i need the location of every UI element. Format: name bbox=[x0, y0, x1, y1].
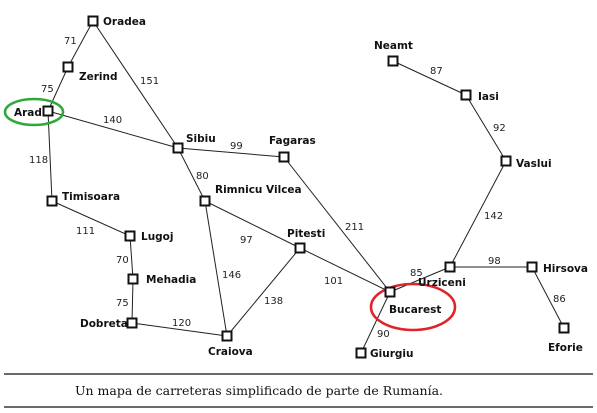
goal-highlight-circle bbox=[369, 282, 457, 332]
road-oradea-sibiu bbox=[92, 20, 179, 149]
map-caption: Un mapa de carreteras simplificado de pa… bbox=[75, 383, 443, 398]
road-mehadia-dobreta bbox=[131, 278, 134, 324]
road-sibiu-rimnicu bbox=[177, 147, 206, 202]
city-label-zerind: Zerind bbox=[79, 71, 118, 83]
node-vaslui bbox=[500, 155, 512, 167]
distance-iasi-neamt: 87 bbox=[430, 66, 443, 77]
distance-rimnicu-pitesti: 97 bbox=[240, 235, 253, 246]
road-arad-sibiu bbox=[47, 110, 179, 149]
node-lugoj bbox=[124, 230, 136, 242]
city-label-hirsova: Hirsova bbox=[543, 263, 588, 275]
road-sibiu-fagaras bbox=[177, 147, 285, 158]
city-label-vaslui: Vaslui bbox=[516, 158, 552, 170]
node-bucarest bbox=[384, 286, 396, 298]
city-label-urziceni: Urziceni bbox=[418, 277, 466, 289]
road-bucarest-urziceni bbox=[389, 266, 451, 293]
node-iasi bbox=[460, 89, 472, 101]
node-pitesti bbox=[294, 242, 306, 254]
city-label-giurgiu: Giurgiu bbox=[370, 348, 413, 360]
city-label-rimnicu: Rimnicu Vilcea bbox=[215, 184, 302, 196]
distance-rimnicu-craiova: 146 bbox=[222, 270, 241, 281]
node-fagaras bbox=[278, 151, 290, 163]
distance-dobreta-craiova: 120 bbox=[172, 318, 191, 329]
city-label-sibiu: Sibiu bbox=[186, 133, 216, 145]
distance-bucarest-giurgiu: 90 bbox=[377, 329, 390, 340]
distance-sibiu-rimnicu: 80 bbox=[196, 171, 209, 182]
node-oradea bbox=[87, 15, 99, 27]
city-label-dobreta: Dobreta bbox=[80, 318, 128, 330]
city-label-pitesti: Pitesti bbox=[287, 228, 325, 240]
city-label-craiova: Craiova bbox=[208, 346, 253, 358]
city-label-oradea: Oradea bbox=[103, 16, 146, 28]
city-label-eforie: Eforie bbox=[548, 342, 583, 354]
distance-sibiu-fagaras: 99 bbox=[230, 141, 243, 152]
city-nodes bbox=[42, 15, 570, 359]
distance-vaslui-iasi: 92 bbox=[493, 123, 506, 134]
road-iasi-neamt bbox=[392, 60, 467, 96]
roads bbox=[47, 20, 565, 354]
distance-fagaras-bucarest: 211 bbox=[345, 222, 364, 233]
road-bucarest-giurgiu bbox=[360, 291, 391, 354]
road-vaslui-iasi bbox=[465, 94, 507, 162]
node-rimnicu bbox=[199, 195, 211, 207]
city-label-iasi: Iasi bbox=[478, 91, 499, 103]
node-arad bbox=[42, 105, 54, 117]
distance-arad-sibiu: 140 bbox=[103, 115, 122, 126]
city-label-fagaras: Fagaras bbox=[269, 135, 316, 147]
road-dobreta-craiova bbox=[131, 322, 228, 337]
distance-oradea-zerind: 71 bbox=[64, 36, 77, 47]
road-urziceni-vaslui bbox=[449, 160, 507, 268]
distance-mehadia-dobreta: 75 bbox=[116, 298, 129, 309]
node-dobreta bbox=[126, 317, 138, 329]
road-pitesti-bucarest bbox=[299, 247, 391, 293]
road-hirsova-eforie bbox=[531, 266, 565, 329]
city-label-neamt: Neamt bbox=[374, 40, 413, 52]
node-timisoara bbox=[46, 195, 58, 207]
road-oradea-zerind bbox=[67, 20, 94, 68]
distance-arad-timisoara: 118 bbox=[29, 155, 48, 166]
node-hirsova bbox=[526, 261, 538, 273]
node-mehadia bbox=[127, 273, 139, 285]
distance-urziceni-hirsova: 98 bbox=[488, 256, 501, 267]
distance-oradea-sibiu: 151 bbox=[140, 76, 159, 87]
node-zerind bbox=[62, 61, 74, 73]
distance-hirsova-eforie: 86 bbox=[553, 294, 566, 305]
road-timisoara-lugoj bbox=[51, 200, 131, 237]
road-craiova-pitesti bbox=[226, 247, 301, 337]
distance-bucarest-urziceni: 85 bbox=[410, 268, 423, 279]
node-urziceni bbox=[444, 261, 456, 273]
road-fagaras-bucarest bbox=[283, 156, 391, 293]
distance-timisoara-lugoj: 111 bbox=[76, 226, 95, 237]
road-lugoj-mehadia bbox=[129, 235, 134, 280]
distance-craiova-pitesti: 138 bbox=[264, 296, 283, 307]
distance-lugoj-mehadia: 70 bbox=[116, 255, 129, 266]
distance-urziceni-vaslui: 142 bbox=[484, 211, 503, 222]
node-giurgiu bbox=[355, 347, 367, 359]
city-label-bucarest: Bucarest bbox=[389, 304, 441, 316]
start-highlight-circle bbox=[3, 97, 65, 127]
city-label-mehadia: Mehadia bbox=[146, 274, 196, 286]
distance-pitesti-bucarest: 101 bbox=[324, 276, 343, 287]
road-rimnicu-craiova bbox=[204, 200, 228, 337]
node-sibiu bbox=[172, 142, 184, 154]
city-label-timisoara: Timisoara bbox=[62, 191, 120, 203]
city-labels: Oradea Zerind Arad Timisoara Lugoj Mehad… bbox=[14, 16, 588, 360]
node-neamt bbox=[387, 55, 399, 67]
city-label-lugoj: Lugoj bbox=[141, 231, 174, 243]
distance-labels: 71 75 151 140 118 111 70 75 120 99 80 97… bbox=[29, 36, 566, 340]
city-label-arad: Arad bbox=[14, 107, 42, 119]
road-zerind-arad bbox=[47, 66, 69, 112]
road-arad-timisoara bbox=[47, 110, 53, 202]
node-craiova bbox=[221, 330, 233, 342]
distance-zerind-arad: 75 bbox=[41, 84, 54, 95]
road-rimnicu-pitesti bbox=[204, 200, 301, 249]
node-eforie bbox=[558, 322, 570, 334]
